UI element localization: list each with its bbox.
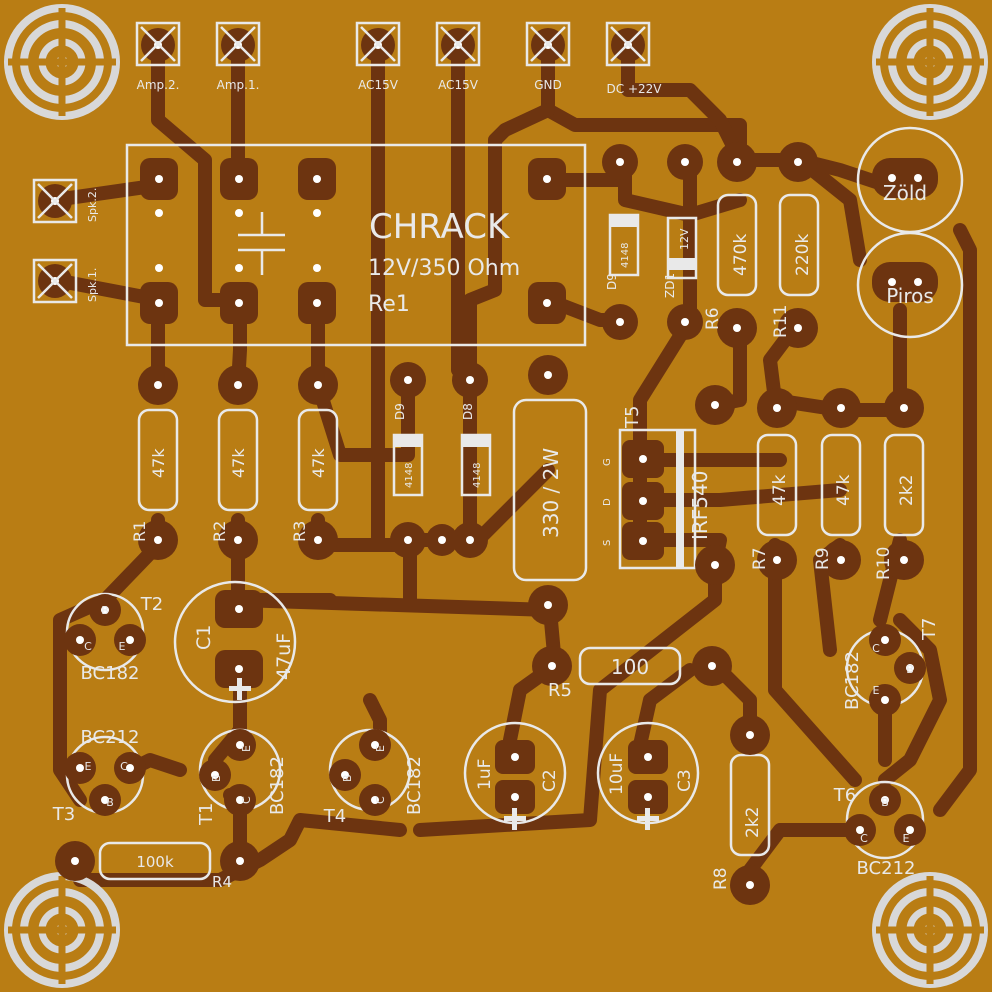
resistor-r11-value: 220k — [793, 234, 813, 276]
resistor-r2-value: 47k — [229, 448, 248, 478]
transistor-t3-b: B — [106, 796, 114, 809]
diode-d9-top-value: 4148 — [620, 243, 631, 268]
transistor-t2-b: B — [101, 604, 109, 617]
transistor-t6-b: B — [881, 796, 889, 809]
transistor-t1-part: BC182 — [267, 756, 288, 815]
resistor-r8-value: 2k2 — [743, 807, 763, 838]
connector-label-spk1: Spk.1. — [86, 268, 99, 302]
resistor-r8-ref: R8 — [711, 867, 731, 890]
resistor-r7-ref: R7 — [750, 547, 770, 570]
resistor-r4-ref: R4 — [212, 873, 232, 891]
transistor-t7-part: BC182 — [842, 651, 863, 710]
transistor-t6-c: C — [860, 832, 868, 845]
diode-d9-mid-value: 4148 — [404, 463, 415, 488]
labels-layer: Amp.2. Amp.1. AC15V AC15V GND DC +22V Sp… — [52, 78, 940, 891]
transistor-t4-e: E — [374, 745, 387, 752]
mounting-hole-bottom-left — [4, 872, 120, 988]
resistor-r6-value: 470k — [731, 234, 751, 276]
capacitor-c2-value: 1uF — [475, 759, 495, 790]
diode-d8-value: 4148 — [472, 463, 483, 488]
mounting-hole-top-right — [872, 4, 988, 120]
transistor-t7-e: E — [873, 684, 880, 697]
capacitor-c1-value: 47uF — [273, 633, 295, 680]
resistor-r9-ref: R9 — [813, 547, 833, 570]
capacitor-c3-value: 10uF — [607, 753, 627, 795]
diode-d9-top-ref: D9 — [605, 273, 619, 290]
transistor-t4-b: B — [341, 774, 354, 782]
zener-zd1-value: 12V — [678, 228, 691, 250]
transistor-t2-c: C — [84, 640, 92, 653]
connector-label-gnd: GND — [534, 78, 562, 92]
transistor-t7-c: C — [872, 642, 880, 655]
transistor-t6-ref: T6 — [833, 785, 856, 806]
mosfet-pin-s: S — [602, 540, 613, 546]
resistor-power-value: 330 / 2W — [539, 448, 563, 538]
mounting-hole-top-left — [4, 4, 120, 120]
connector-label-amp1: Amp.1. — [217, 78, 260, 92]
transistor-t4-part: BC182 — [404, 756, 425, 815]
led-green-label: Zöld — [883, 181, 927, 205]
resistor-r5-ref: R5 — [548, 680, 572, 701]
resistor-r2-ref: R2 — [210, 521, 229, 542]
relay-brand: CHRACK — [369, 207, 511, 247]
resistor-r1-ref: R1 — [130, 521, 149, 542]
connector-label-dc22v: DC +22V — [607, 82, 663, 96]
polarity-markings — [229, 215, 696, 830]
connector-label-ac15v-2: AC15V — [438, 78, 479, 92]
drill-holes — [51, 41, 922, 889]
relay-ref: Re1 — [368, 292, 410, 317]
led-red-label: Piros — [886, 284, 934, 308]
resistor-r7-value: 47k — [770, 474, 790, 506]
mosfet-pin-g: G — [602, 458, 613, 466]
resistor-r3-ref: R3 — [290, 521, 309, 542]
resistor-r4-value: 100k — [136, 853, 174, 871]
connector-label-amp2: Amp.2. — [137, 78, 180, 92]
transistor-t3-ref: T3 — [52, 804, 75, 825]
transistor-t1-ref: T1 — [196, 803, 217, 826]
transistor-t7-ref: T7 — [919, 618, 940, 641]
relay-rating: 12V/350 Ohm — [368, 256, 520, 281]
zener-zd1-ref: ZD1 — [663, 273, 677, 298]
mosfet-part: IRF540 — [688, 471, 712, 540]
resistor-r10-ref: R10 — [874, 547, 894, 580]
connector-label-spk2: Spk.2. — [86, 188, 99, 222]
resistor-r10-value: 2k2 — [897, 475, 917, 506]
transistor-t4-c: C — [374, 796, 387, 804]
resistor-r3-value: 47k — [309, 448, 328, 478]
capacitor-c3-ref: C3 — [675, 769, 695, 792]
transistor-t6-e: E — [903, 832, 910, 845]
transistor-t3-part: BC212 — [81, 727, 140, 748]
mounting-hole-bottom-right — [872, 872, 988, 988]
transistor-t1-b: B — [210, 774, 223, 782]
transistor-t2-e: E — [119, 640, 126, 653]
resistor-r1-value: 47k — [149, 448, 168, 478]
connector-cross-marks — [37, 26, 646, 299]
resistor-r9-value: 47k — [834, 474, 854, 506]
transistor-t1-c: C — [240, 796, 253, 804]
capacitor-c2-ref: C2 — [540, 769, 560, 792]
transistor-t7-b: B — [906, 663, 914, 676]
resistor-r5-value: 100 — [611, 655, 649, 679]
diode-d8-ref: D8 — [461, 403, 475, 420]
capacitor-c1-ref: C1 — [193, 625, 215, 650]
transistor-t1-e: E — [240, 745, 253, 752]
transistor-t4-ref: T4 — [323, 806, 346, 827]
mosfet-pin-d: D — [602, 498, 613, 506]
connector-label-ac15v-1: AC15V — [358, 78, 399, 92]
transistor-t6-part: BC212 — [857, 858, 916, 879]
transistor-t2-part: BC182 — [81, 663, 140, 684]
transistor-t3-e: E — [85, 760, 92, 773]
diode-d9-mid-ref: D9 — [393, 403, 407, 420]
resistor-r6-ref: R6 — [703, 307, 723, 330]
transistor-t3-c: C — [120, 760, 128, 773]
resistor-r11-ref: R11 — [771, 305, 791, 338]
transistor-t2-ref: T2 — [140, 594, 163, 615]
mosfet-ref: T5 — [622, 406, 643, 429]
